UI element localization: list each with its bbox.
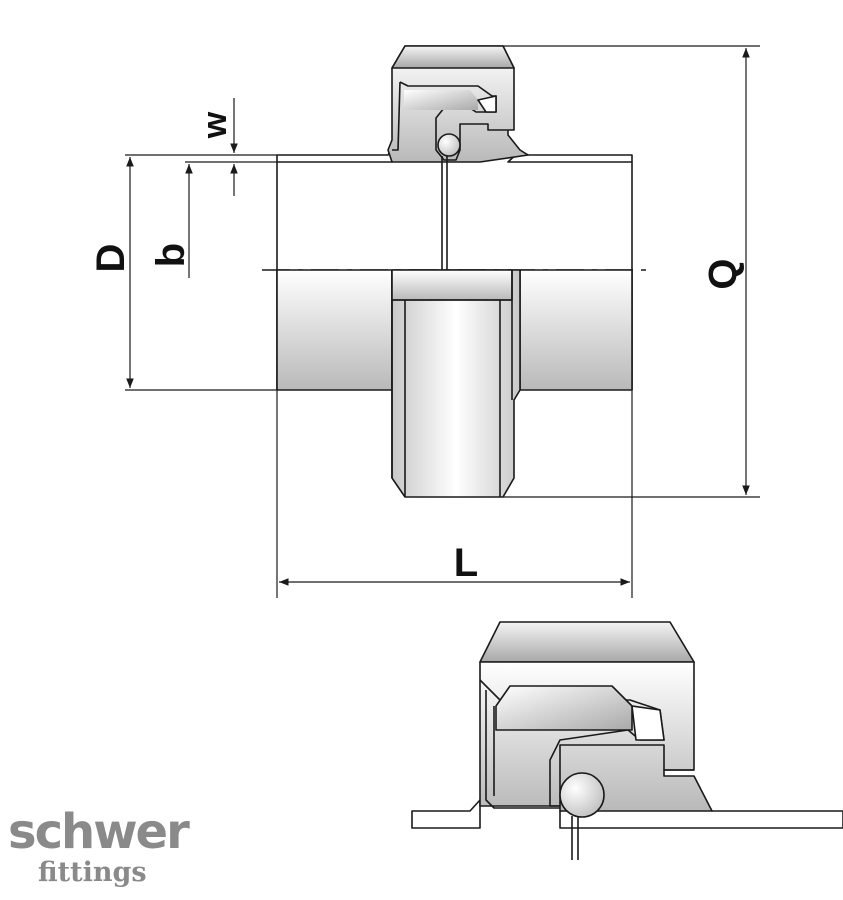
pipe-left-body — [276, 269, 393, 391]
detail-o-ring — [559, 772, 605, 818]
dimension-lines — [125, 45, 760, 598]
label-Q: Q — [701, 258, 745, 289]
label-b: b — [149, 243, 193, 267]
logo-main-text: schwer — [8, 804, 190, 860]
label-L: L — [454, 541, 478, 585]
schwer-fittings-logo: schwer fittings — [8, 808, 198, 898]
detail-liner — [479, 679, 694, 807]
upper-right-pipe-wall — [507, 150, 633, 163]
liner-groove — [399, 81, 508, 161]
main-view — [262, 45, 648, 498]
label-w: w — [196, 111, 234, 139]
detail-left-pipe — [411, 799, 481, 829]
label-D: D — [89, 244, 133, 273]
detail-nut-cap — [479, 621, 695, 663]
o-ring — [437, 133, 461, 157]
upper-left-pipe-wall — [276, 148, 393, 163]
detail-view — [411, 621, 843, 860]
nut-top-cap — [391, 45, 515, 69]
pipe-right-body — [519, 269, 633, 391]
logo-sub-text: fittings — [38, 857, 147, 888]
nut-lower-body — [391, 269, 521, 498]
